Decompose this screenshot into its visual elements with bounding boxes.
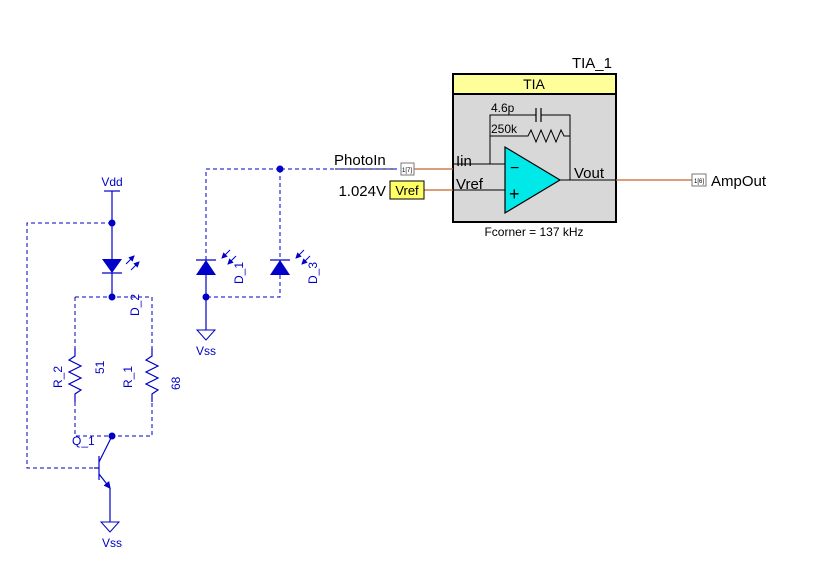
feedback-resistor — [490, 128, 570, 144]
vss-left-label: Vss — [102, 536, 122, 550]
vdd-symbol: Vdd — [101, 175, 123, 259]
feedback-network: 4.6p 250k — [489, 101, 571, 180]
tia-footer: Fcorner = 137 kHz — [484, 225, 583, 239]
vss-left-symbol: Vss — [99, 521, 122, 550]
feedback-res-value: 250k — [491, 122, 518, 136]
q1-label: Q_1 — [72, 434, 95, 448]
photodiode-d1[interactable]: D_1 — [196, 249, 246, 297]
vref-net[interactable]: Vref 1.024V — [338, 180, 453, 200]
photoin-pin-box — [400, 162, 415, 176]
ampout-label: AmpOut — [711, 173, 767, 190]
pin-vref-label: Vref — [456, 176, 484, 193]
ampout-pin-number: 1[6] — [694, 179, 704, 185]
ampout-pin-box — [691, 173, 707, 187]
photoin-net[interactable]: 1[7] PhotoIn — [205, 152, 453, 260]
d1-label: D_1 — [232, 262, 246, 284]
tia-type-label: TIA — [523, 76, 545, 92]
tia-instance-name: TIA_1 — [572, 55, 612, 72]
led-d2[interactable]: D_2 — [102, 255, 142, 316]
r1-value: 68 — [169, 376, 183, 390]
photodiode-d3[interactable]: D_3 — [206, 249, 320, 298]
vdd-label: Vdd — [101, 175, 122, 189]
photoin-label: PhotoIn — [334, 152, 386, 169]
tia-body — [452, 73, 617, 223]
resistor-r2[interactable]: R_2 51 — [51, 348, 107, 402]
vref-tag — [389, 180, 425, 200]
photoin-pin-number: 1[7] — [402, 168, 412, 174]
tia-header — [452, 73, 617, 95]
vref-value: 1.024V — [338, 183, 386, 200]
pin-vout-label: Vout — [574, 165, 605, 182]
opamp-symbol — [504, 145, 562, 215]
d2-label: D_2 — [128, 294, 142, 316]
transistor-q1[interactable]: Q_1 — [72, 434, 113, 522]
tia-component[interactable]: TIA TIA_1 4.6p 250k − + Iin Vref Vout Fc… — [452, 55, 617, 239]
ampout-net[interactable]: 1[6] AmpOut — [616, 173, 767, 190]
vss-mid-label: Vss — [196, 344, 216, 358]
opamp-plus: + — [509, 184, 520, 204]
feedback-cap-value: 4.6p — [491, 101, 515, 115]
r2-label: R_2 — [51, 366, 65, 388]
r1-label: R_1 — [121, 366, 135, 388]
pin-iin-label: Iin — [456, 153, 472, 170]
vss-mid-symbol: Vss — [195, 329, 217, 358]
d3-label: D_3 — [306, 262, 320, 284]
r2-value: 51 — [93, 360, 107, 374]
vref-tag-label: Vref — [395, 183, 419, 198]
resistor-r1[interactable]: R_1 68 — [121, 348, 183, 402]
opamp-minus: − — [510, 160, 519, 177]
